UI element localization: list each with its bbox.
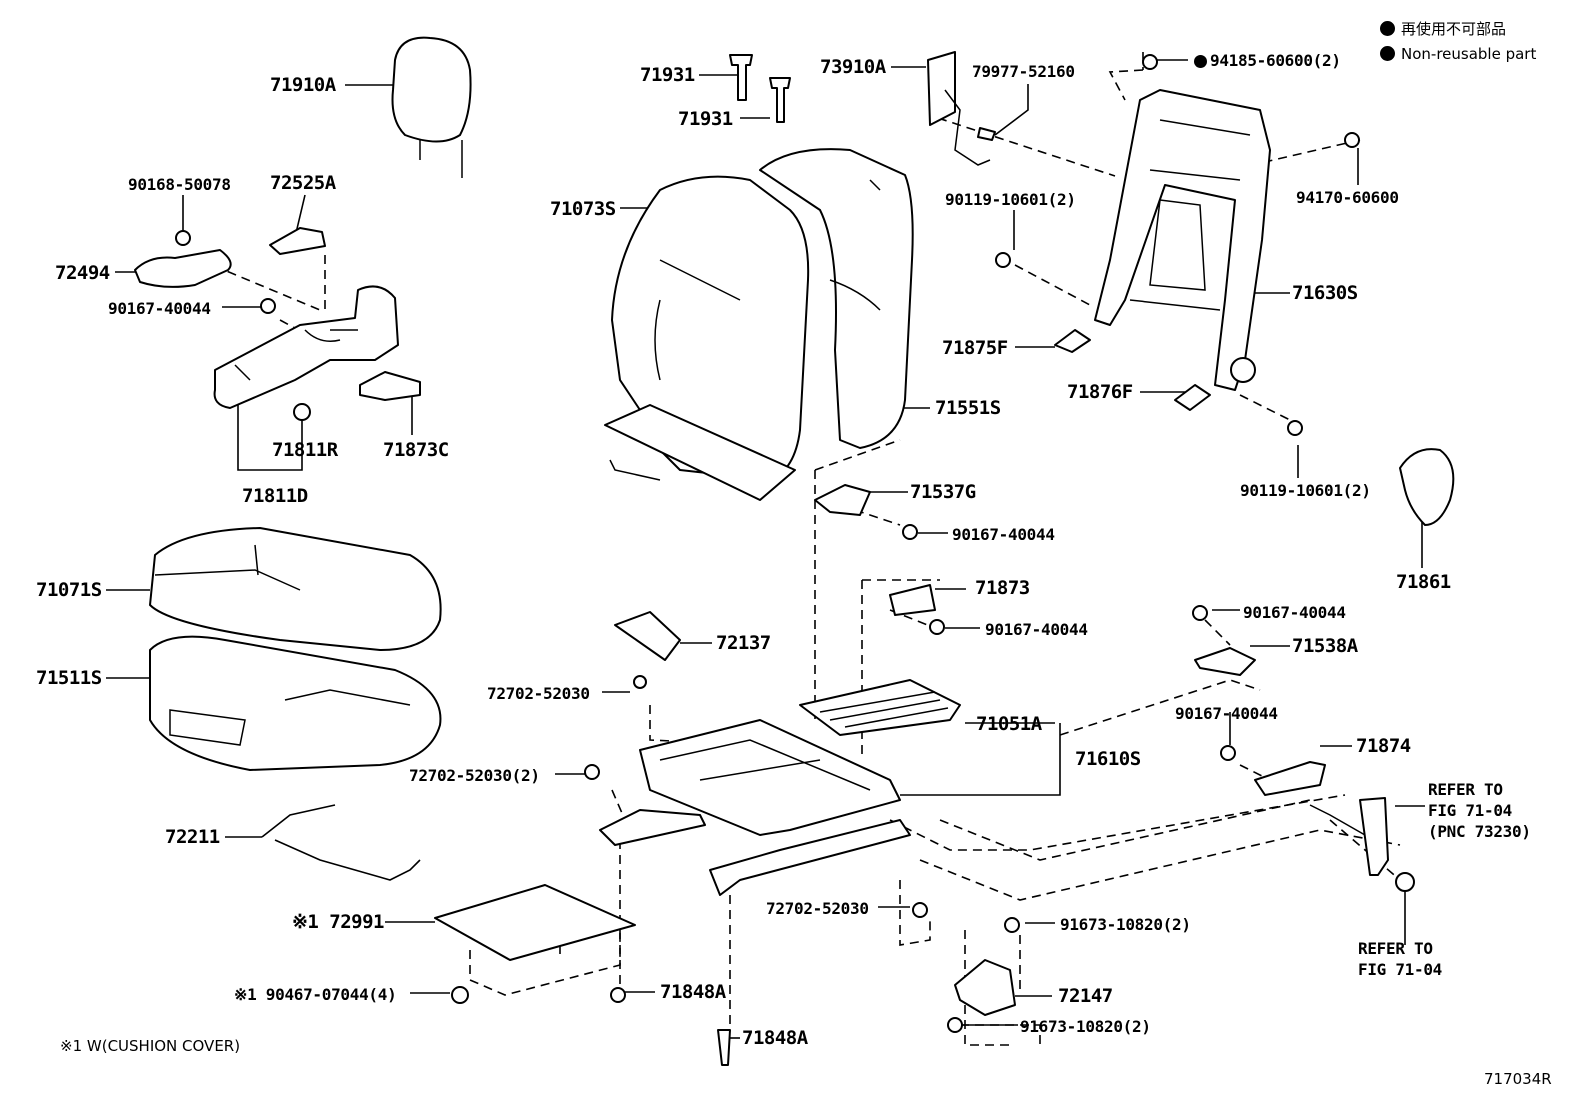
part-label-71811D[interactable]: 71811D — [242, 485, 308, 507]
part-label-90167-40044[interactable]: 90167-40044 — [952, 525, 1055, 544]
part-label-71071S[interactable]: 71071S — [36, 579, 102, 601]
part-label-72211[interactable]: 72211 — [165, 826, 220, 848]
headrest-71910A — [391, 36, 472, 178]
part-label-90119-10601[interactable]: 90119-10601(2) — [1240, 481, 1371, 500]
part-label-71630S[interactable]: 71630S — [1292, 282, 1358, 304]
side-airbag-73910A — [927, 51, 996, 166]
refer-belt-line1[interactable]: REFER TO — [1428, 780, 1503, 799]
part-label-90168-50078[interactable]: 90168-50078 — [128, 175, 231, 194]
part-label-94185-60600[interactable]: 94185-60600(2) — [1194, 50, 1341, 72]
armrest-assembly — [134, 227, 421, 421]
part-label-72525A[interactable]: 72525A — [270, 172, 336, 194]
seat-belt-buckle — [1309, 797, 1415, 892]
refer-belt-line3[interactable]: (PNC 73230) — [1428, 822, 1531, 841]
part-label-79977-52160[interactable]: 79977-52160 — [972, 62, 1075, 81]
non-reusable-dot-icon — [1380, 21, 1395, 36]
part-label-71931[interactable]: 71931 — [678, 108, 733, 130]
legend-english: Non-reusable part — [1380, 44, 1536, 64]
part-label-91673-10820[interactable]: 91673-10820(2) — [1020, 1017, 1151, 1036]
footnote: ※1 W(CUSHION COVER) — [60, 1037, 241, 1055]
refer-anchor-line2[interactable]: FIG 71-04 — [1358, 960, 1442, 979]
leader-lines — [106, 59, 1425, 1039]
part-label-71876F[interactable]: 71876F — [1067, 381, 1133, 403]
small-brackets — [614, 484, 1326, 796]
part-label-72137[interactable]: 72137 — [716, 632, 771, 654]
part-label-71875F[interactable]: 71875F — [942, 337, 1008, 359]
part-label-71610S[interactable]: 71610S — [1075, 748, 1141, 770]
part-label-71874[interactable]: 71874 — [1356, 735, 1411, 757]
part-label-90167-40044[interactable]: 90167-40044 — [1175, 704, 1278, 723]
part-label-71848A[interactable]: 71848A — [660, 981, 726, 1003]
part-label-71931[interactable]: 71931 — [640, 64, 695, 86]
part-label-71811R[interactable]: 71811R — [272, 439, 338, 461]
part-label-71910A[interactable]: 71910A — [270, 74, 336, 96]
part-label-71051A[interactable]: 71051A — [976, 713, 1042, 735]
part-label-90167-40044[interactable]: 90167-40044 — [108, 299, 211, 318]
part-label-91673-10820[interactable]: 91673-10820(2) — [1060, 915, 1191, 934]
part-label-71873C[interactable]: 71873C — [383, 439, 449, 461]
part-label-94170-60600[interactable]: 94170-60600 — [1296, 188, 1399, 207]
part-label-72702-52030[interactable]: 72702-52030 — [487, 684, 590, 703]
seat-spring-mat-71051A — [799, 679, 961, 736]
part-label-71511S[interactable]: 71511S — [36, 667, 102, 689]
part-label-71861[interactable]: 71861 — [1396, 571, 1451, 593]
non-reusable-dot-icon — [1380, 46, 1395, 61]
seat-cushion-cover-and-pad — [149, 527, 442, 771]
headrest-supports-71931 — [729, 54, 791, 123]
anchor-bracket-72147 — [947, 917, 1020, 1033]
part-label-72494[interactable]: 72494 — [55, 262, 110, 284]
part-label-71551S[interactable]: 71551S — [935, 397, 1001, 419]
part-label-90467-07044[interactable]: ※1 90467-07044(4) — [234, 985, 397, 1004]
non-reusable-dot-icon — [1194, 55, 1207, 68]
part-label-72702-52030[interactable]: 72702-52030(2) — [409, 766, 540, 785]
part-label-90167-40044[interactable]: 90167-40044 — [985, 620, 1088, 639]
recliner-knob-71861 — [1399, 448, 1455, 526]
seat-frame-71610S — [584, 719, 928, 918]
cushion-wire-72211 — [261, 804, 421, 881]
part-label-72991[interactable]: ※1 72991 — [292, 911, 385, 933]
part-label-71537G[interactable]: 71537G — [910, 481, 976, 503]
refer-anchor-line1[interactable]: REFER TO — [1358, 939, 1433, 958]
part-label-90167-40044[interactable]: 90167-40044 — [1243, 603, 1346, 622]
legend-japanese: 再使用不可部品 — [1380, 19, 1506, 39]
part-label-71873[interactable]: 71873 — [975, 577, 1030, 599]
part-label-71073S[interactable]: 71073S — [550, 198, 616, 220]
seatback-cover-and-pad — [604, 148, 914, 501]
part-label-72702-52030[interactable]: 72702-52030 — [766, 899, 869, 918]
cover-plate-72991 — [434, 884, 731, 1066]
part-label-71538A[interactable]: 71538A — [1292, 635, 1358, 657]
part-label-73910A[interactable]: 73910A — [820, 56, 886, 78]
part-label-72147[interactable]: 72147 — [1058, 985, 1113, 1007]
part-label-90119-10601[interactable]: 90119-10601(2) — [945, 190, 1076, 209]
refer-belt-line2[interactable]: FIG 71-04 — [1428, 801, 1512, 820]
figure-code: 717034R — [1484, 1070, 1552, 1088]
part-label-71848A[interactable]: 71848A — [742, 1027, 808, 1049]
seatback-frame-71630S — [995, 54, 1360, 436]
